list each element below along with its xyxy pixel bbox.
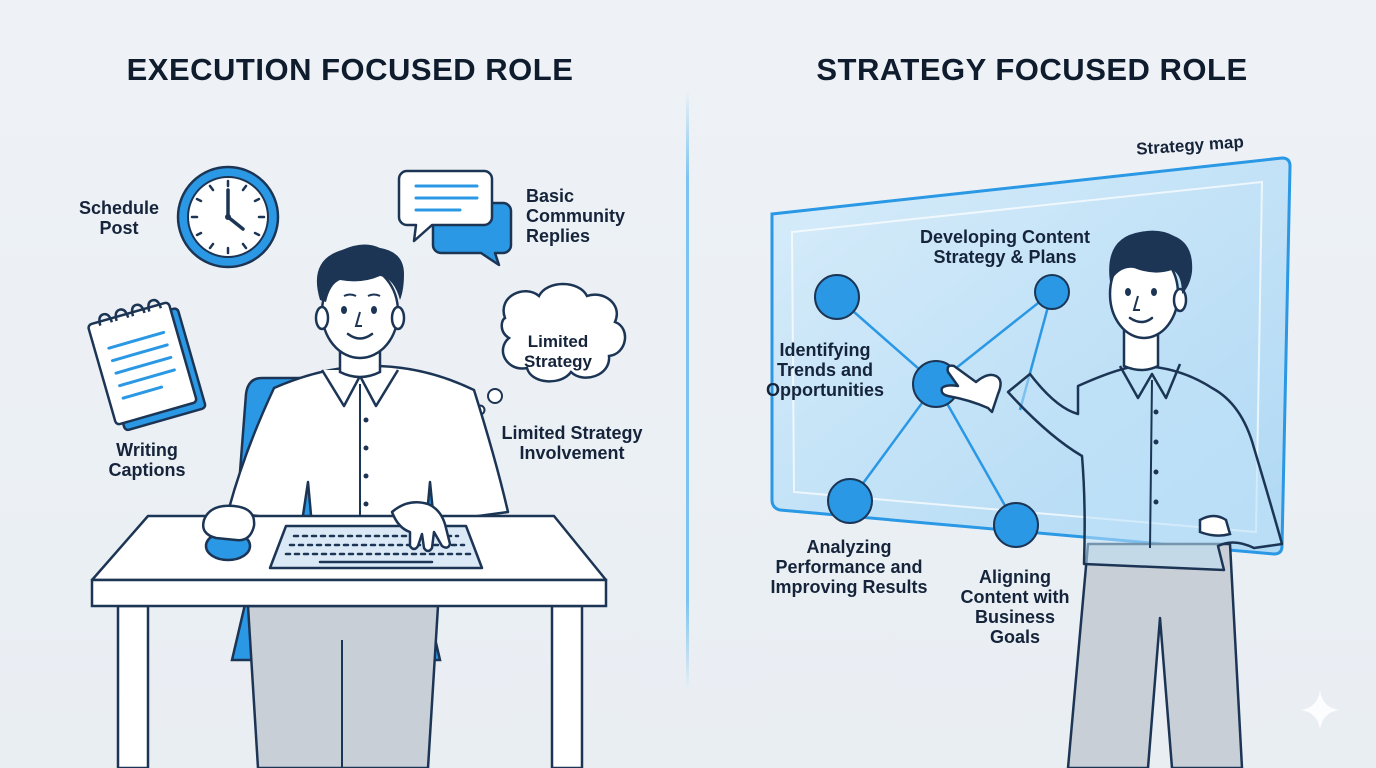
hands [202,501,452,553]
network-node [827,478,873,524]
task-schedule-post: Schedule Post [78,198,160,238]
execution-role-title: EXECUTION FOCUSED ROLE [126,52,574,87]
chat-bubbles-icon [397,169,513,267]
task-limited-strategy-involvement: Limited Strategy Involvement [501,423,643,463]
thought-bubble-icon [474,282,627,416]
strategy-role-title: STRATEGY FOCUSED ROLE [816,52,1248,87]
network-node [1034,274,1070,310]
execution-person-illustration [226,244,510,550]
sparkle-icon [1300,690,1340,730]
keyboard-icon [268,524,484,570]
notepad-icon [87,298,207,432]
strategy-person-illustration [940,230,1284,768]
thought-bubble-text: Limited Strategy [523,332,593,371]
task-writing-captions: Writing Captions [108,440,186,480]
node-label-identifying-trends: Identifying Trends and Opportunities [766,340,884,400]
network-node [814,274,860,320]
strategy-network-nodes [814,274,1070,548]
clock-icon [176,165,280,269]
node-label-aligning-content: Aligning Content with Business Goals [960,567,1070,647]
panel-divider [686,90,689,690]
network-node [993,502,1039,548]
node-label-analyzing-performance: Analyzing Performance and Improving Resu… [770,537,928,597]
node-label-developing-content-strategy: Developing Content Strategy & Plans [920,227,1090,267]
task-basic-community-replies: Basic Community Replies [526,186,625,246]
